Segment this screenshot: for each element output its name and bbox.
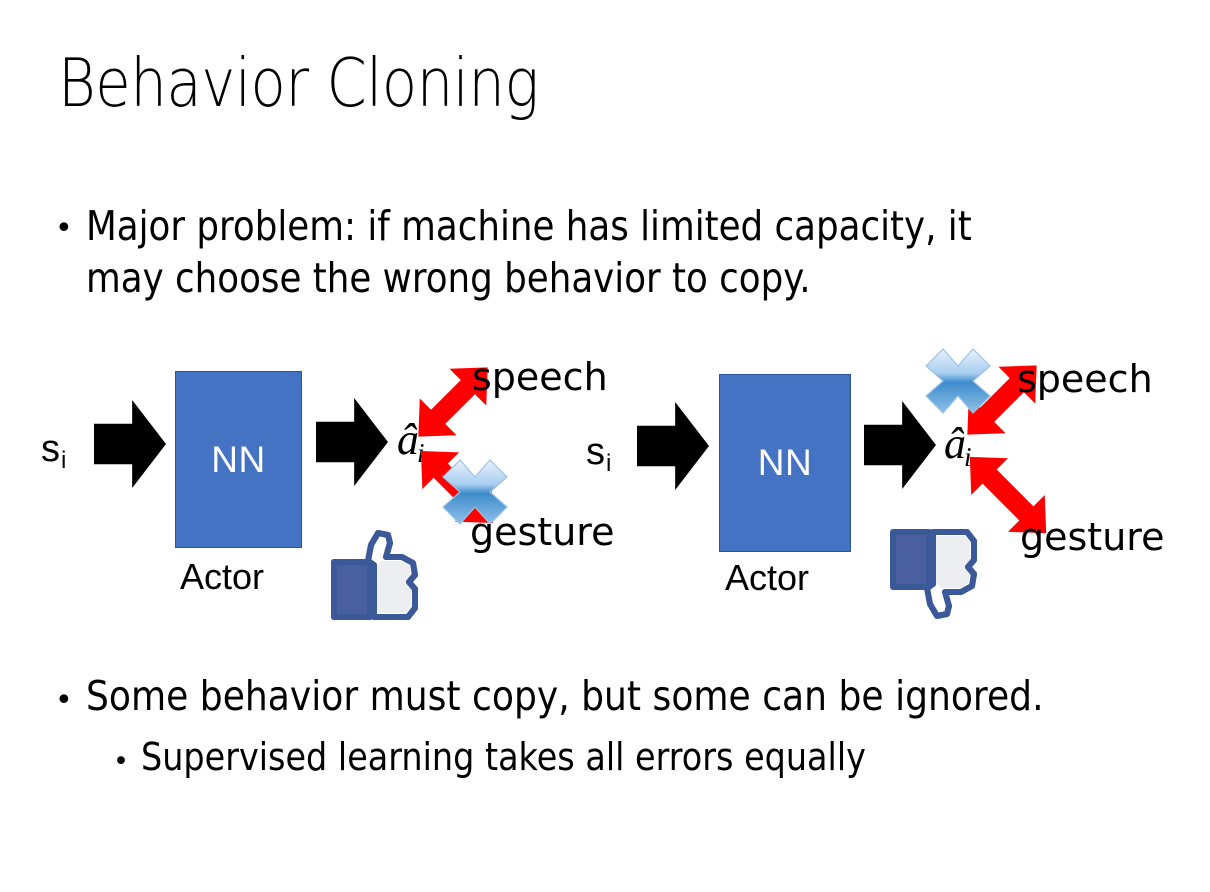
cross-icon-speech-right — [925, 348, 991, 414]
state-symbol: s — [586, 431, 605, 473]
action-symbol: â — [397, 415, 419, 464]
action-subscript: i — [964, 442, 972, 472]
output-arrow-gesture-right — [969, 456, 1047, 534]
flow-arrow-output-left — [316, 398, 388, 486]
bullet-text-supervised-learning: Supervised learning takes all errors equ… — [140, 735, 866, 779]
output-label-gesture-right: gesture — [1020, 515, 1165, 559]
action-subscript: i — [417, 438, 425, 468]
output-label-speech-left: speech — [472, 355, 608, 399]
nn-box-label: NN — [211, 438, 266, 480]
bullet-marker-icon: • — [55, 683, 73, 718]
state-symbol: s — [41, 428, 60, 470]
action-symbol: â — [944, 419, 966, 468]
output-label-speech-right: speech — [1017, 357, 1153, 401]
bullet-some-behavior: • Some behavior must copy, but some can … — [55, 672, 1175, 720]
flow-arrow-input-left — [94, 400, 166, 488]
state-subscript: i — [606, 450, 612, 477]
thumbs-up-icon — [331, 530, 418, 620]
page-title: Behavior Cloning — [58, 44, 539, 122]
cross-icon-gesture-left — [442, 459, 508, 525]
action-label-left: âi — [397, 415, 427, 467]
action-label-right: âi — [944, 419, 974, 471]
state-subscript: i — [61, 447, 67, 474]
actor-caption-right: Actor — [725, 557, 810, 598]
output-arrow-speech-left — [418, 367, 488, 437]
bullet-text-some-behavior: Some behavior must copy, but some can be… — [85, 672, 1044, 720]
flow-arrow-input-right — [637, 402, 709, 490]
output-arrow-speech-right — [967, 365, 1037, 435]
actor-caption-left: Actor — [180, 556, 265, 597]
bullet-supervised-learning: • Supervised learning takes all errors e… — [113, 735, 1173, 779]
bullet-text-major-problem: Major problem: if machine has limited ca… — [85, 202, 972, 303]
diagram-wrong-speech-correct-gesture: si NN Actor âi — [565, 340, 1164, 630]
nn-box-label: NN — [757, 442, 813, 483]
output-label-gesture-left: gesture — [470, 510, 615, 554]
bullet-marker-icon: • — [113, 746, 129, 777]
state-label-left: si — [41, 428, 66, 473]
nn-box-right: NN — [719, 374, 851, 552]
thumbs-down-icon — [890, 529, 977, 619]
bullet-major-problem: • Major problem: if machine has limited … — [55, 200, 1135, 305]
nn-box-left: NN — [175, 371, 302, 548]
state-label-right: si — [586, 431, 611, 476]
diagram-correct-speech-wrong-gesture: si NN Actor âi — [20, 340, 614, 630]
bullet-marker-icon: • — [55, 211, 73, 246]
